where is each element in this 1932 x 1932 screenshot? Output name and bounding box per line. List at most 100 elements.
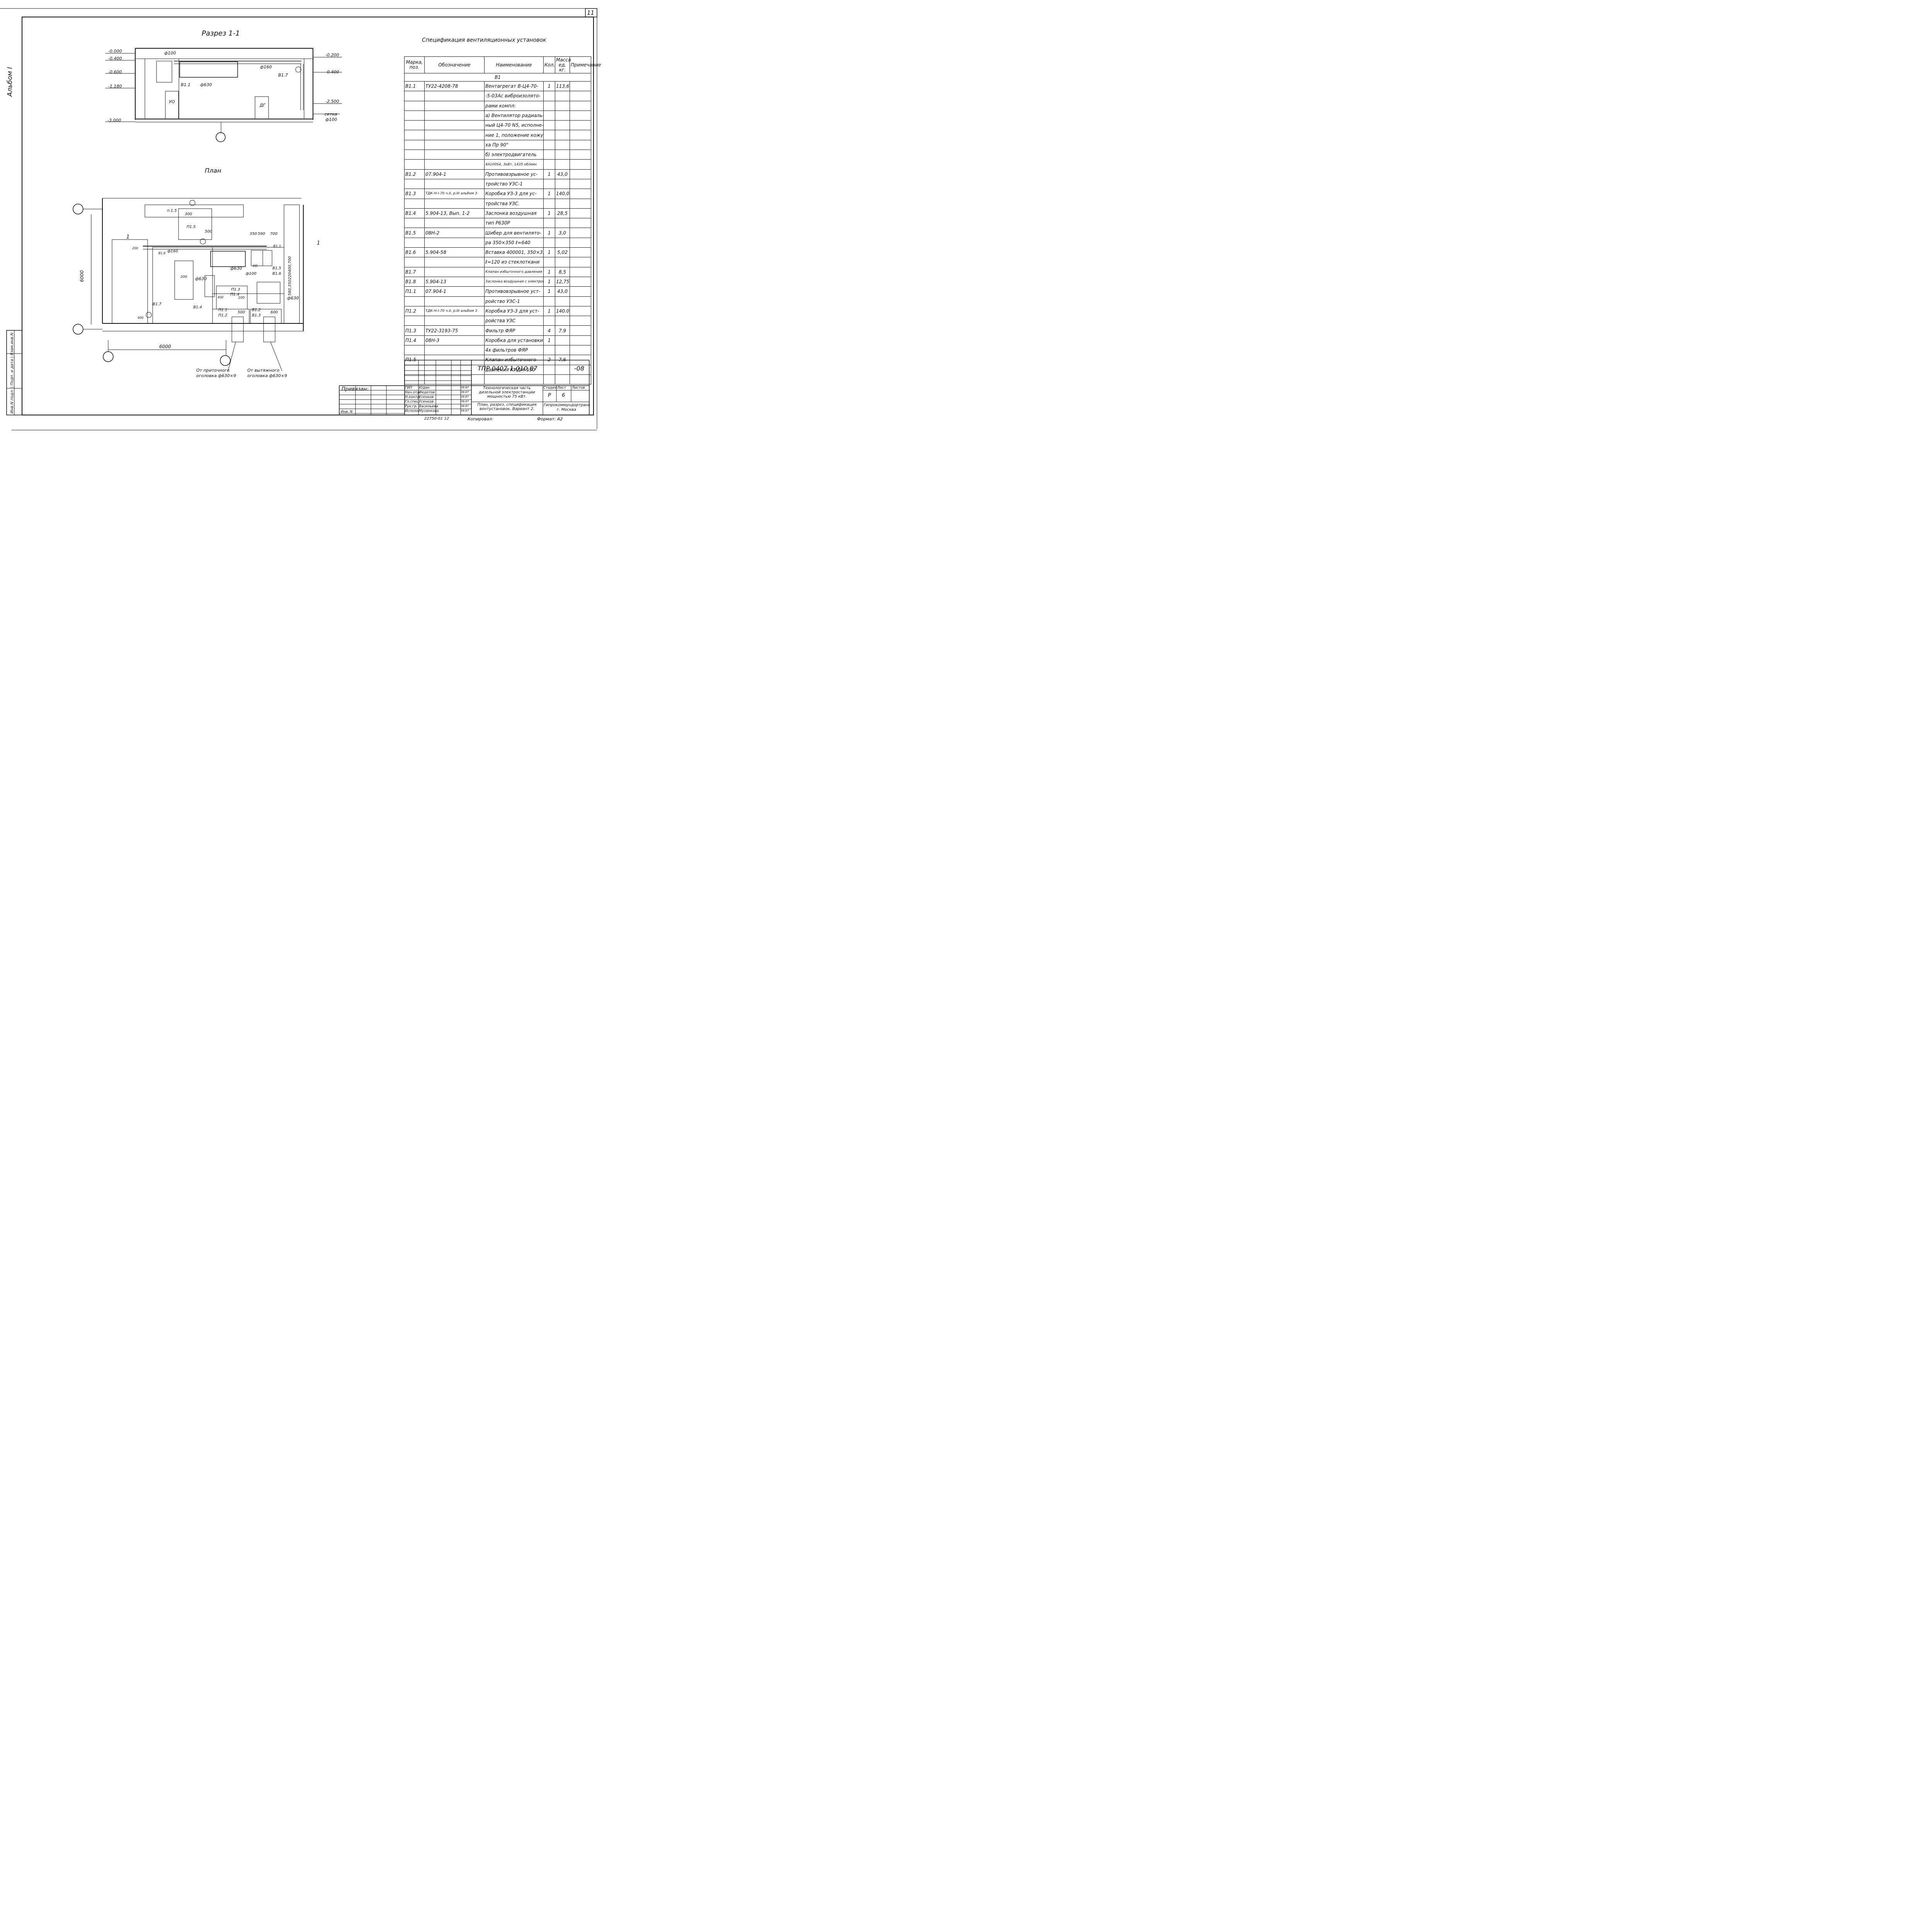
- spec-cell: [570, 100, 591, 111]
- doc-suffix: -08: [574, 365, 585, 372]
- spec-cell: [424, 267, 485, 277]
- plan-label: 500: [238, 310, 245, 315]
- spec-cell: [555, 110, 570, 121]
- level-mark: -0.000: [108, 49, 122, 54]
- plan-label: В1.3: [252, 313, 261, 318]
- section-drawing: [105, 48, 342, 142]
- sheet-title: План, разрез, спецификация вентустановок…: [477, 403, 537, 411]
- spec-cell: В1.3: [404, 189, 425, 199]
- spec-cell: [570, 189, 591, 199]
- spec-cell: 43,0: [555, 286, 570, 297]
- album-label: Альбом I: [6, 67, 14, 97]
- spec-cell: 4: [543, 325, 555, 336]
- section-label: ф100: [164, 51, 176, 56]
- spec-cell: [570, 306, 591, 316]
- spec-cell: [404, 110, 425, 121]
- plan-label: 200: [132, 247, 138, 250]
- spec-cell: 5.904-13, Вып. 1-2: [424, 208, 485, 219]
- level-mark: -3.000: [107, 118, 121, 123]
- plan-dim: 6000: [159, 344, 171, 349]
- spec-cell: тройство УЗС-1: [484, 179, 544, 189]
- role-person: Мусинкова: [419, 409, 439, 413]
- plan-label: 500: [205, 230, 213, 234]
- footer-number: 22750-01 12: [424, 417, 449, 421]
- spec-cell: [404, 374, 425, 385]
- spec-cell: Противовзрывное уст-: [484, 286, 544, 297]
- plan-label: В1.8: [158, 252, 166, 255]
- spec-cell: [555, 120, 570, 131]
- spec-cell: [570, 325, 591, 336]
- spec-header-cell: Примечание: [570, 56, 601, 73]
- spec-cell: а) Вентилятор радиаль-: [484, 110, 544, 121]
- section-label: ф100: [325, 117, 337, 122]
- spec-cell: [570, 110, 591, 121]
- spec-cell: 1: [543, 335, 555, 346]
- spec-cell: [424, 218, 485, 228]
- spec-cell: 1: [543, 247, 555, 258]
- spec-cell: [424, 237, 485, 248]
- spec-cell: [424, 198, 485, 209]
- spec-cell: 140,0: [555, 189, 570, 199]
- spec-cell: 08Н-2: [424, 228, 485, 238]
- spec-cell: [570, 355, 591, 365]
- spec-row: ние 1, положение кожу-: [404, 130, 591, 140]
- spec-cell: Вставка 400001, 350×350: [484, 247, 544, 258]
- spec-row: ройство УЗС-1: [404, 296, 591, 306]
- spec-cell: [555, 91, 570, 101]
- spec-cell: ТДК-Н-I-70 ч.II, р.III альбом 3: [424, 189, 485, 199]
- lists-header: Листов: [572, 386, 585, 390]
- spec-cell: [570, 316, 591, 326]
- spec-cell: 113,6: [555, 81, 570, 92]
- spec-cell: [570, 208, 591, 219]
- spec-cell: [570, 91, 591, 101]
- spec-cell: 1: [543, 169, 555, 179]
- copied-label: Копировал:: [468, 417, 493, 422]
- spec-cell: Противовзрывное ус-: [484, 169, 544, 179]
- spec-cell: 4А100S4, 3кВт, 1435 об/мин: [484, 159, 544, 170]
- plan-label: П1.5: [187, 225, 196, 229]
- role-date: 08.87: [461, 395, 469, 398]
- spec-cell: 8,5: [555, 267, 570, 277]
- spec-cell: [404, 218, 425, 228]
- spec-cell: [570, 218, 591, 228]
- spec-cell: [555, 130, 570, 140]
- spec-cell: [570, 247, 591, 258]
- spec-row: 4х фильтров ФЯР: [404, 345, 591, 355]
- plan-label: 590: [258, 232, 265, 236]
- spec-row: рами компл:: [404, 100, 591, 111]
- spec-cell: Шибер для вентилято-: [484, 228, 544, 238]
- role-person: Федотов: [419, 391, 435, 395]
- spec-cell: [543, 345, 555, 355]
- spec-row: б) электродвигатель: [404, 150, 591, 160]
- spec-row: 4А100S4, 3кВт, 1435 об/мин: [404, 159, 591, 170]
- org-name: Гипрокоммундортранс г. Москва: [544, 403, 590, 412]
- plan-label: 300: [185, 212, 192, 216]
- section-label: ДГ: [260, 103, 265, 108]
- spec-cell: П1.5: [404, 355, 425, 365]
- spec-cell: [424, 120, 485, 131]
- spec-cell: [543, 257, 555, 267]
- spec-cell: [570, 150, 591, 160]
- spec-cell: [543, 120, 555, 131]
- section-label: ф630: [200, 82, 212, 87]
- spec-cell: [404, 345, 425, 355]
- spec-cell: 1: [543, 306, 555, 316]
- spec-cell: [543, 91, 555, 101]
- plan-label: П1.2: [218, 313, 228, 318]
- plan-label: п.1.5: [167, 209, 177, 213]
- spec-cell: [404, 198, 425, 209]
- spec-cell: 1: [543, 276, 555, 287]
- sheet-number: 11: [587, 9, 595, 16]
- spec-cell: б) электродвигатель: [484, 150, 544, 160]
- spec-cell: 5,02: [555, 247, 570, 258]
- spec-cell: [543, 100, 555, 111]
- spec-cell: [555, 198, 570, 209]
- plan-label: П1.1: [218, 308, 228, 312]
- role-date: 08.87: [461, 391, 469, 394]
- spec-cell: [424, 100, 485, 111]
- plan-label: 600: [270, 310, 278, 315]
- spec-cell: [543, 237, 555, 248]
